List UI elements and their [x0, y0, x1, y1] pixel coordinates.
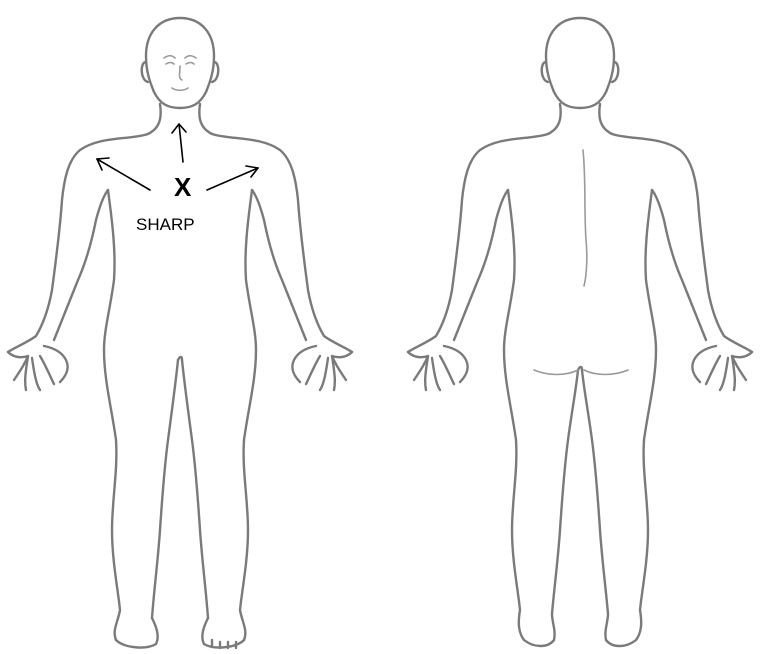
arrow-up: [179, 124, 183, 162]
front-face-features: [164, 56, 196, 91]
back-body-outline: [408, 18, 752, 646]
front-body-outline: [8, 18, 352, 648]
back-details: [534, 150, 628, 375]
arrow-right: [207, 168, 258, 190]
arrow-left: [97, 159, 150, 190]
pain-marker-x: X: [174, 172, 192, 202]
pain-label: SHARP: [136, 215, 195, 234]
